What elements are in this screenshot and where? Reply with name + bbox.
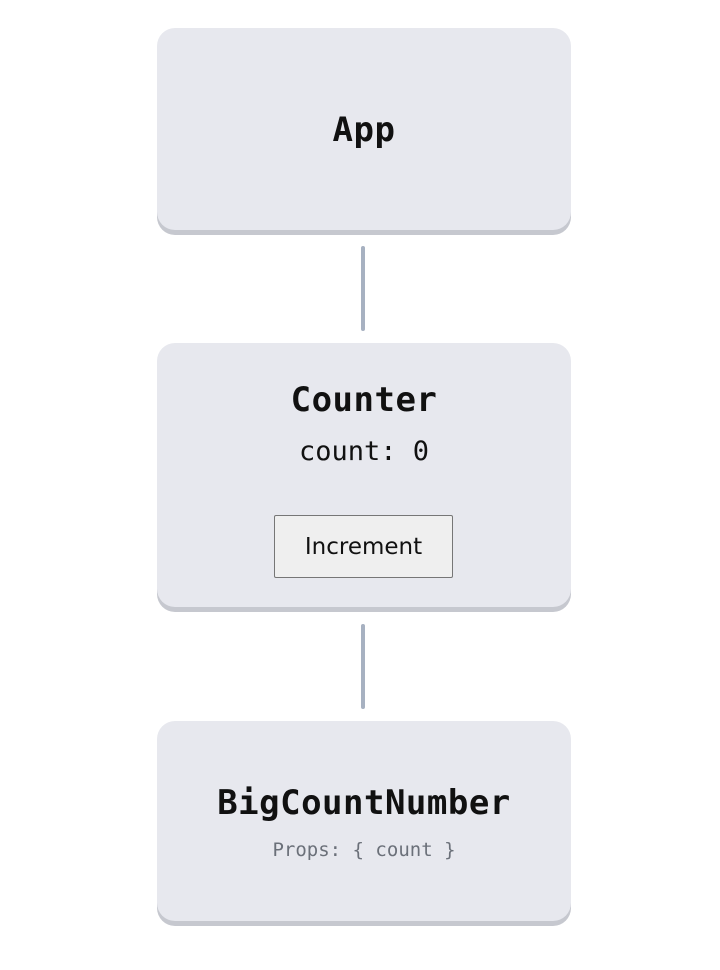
bigcountnumber-props-text: Props: { count } bbox=[272, 839, 456, 861]
app-component-box: App bbox=[157, 28, 571, 230]
bigcountnumber-component-box: BigCountNumber Props: { count } bbox=[157, 721, 571, 921]
increment-button[interactable]: Increment bbox=[274, 515, 453, 578]
app-to-counter-connector bbox=[361, 246, 365, 331]
bigcountnumber-component-title: BigCountNumber bbox=[217, 783, 511, 823]
app-component-title: App bbox=[332, 110, 396, 150]
counter-state-text: count: 0 bbox=[298, 436, 430, 467]
counter-component-box: Counter count: 0 Increment bbox=[157, 343, 571, 607]
counter-to-bigcountnumber-connector bbox=[361, 624, 365, 709]
counter-component-title: Counter bbox=[290, 380, 438, 420]
